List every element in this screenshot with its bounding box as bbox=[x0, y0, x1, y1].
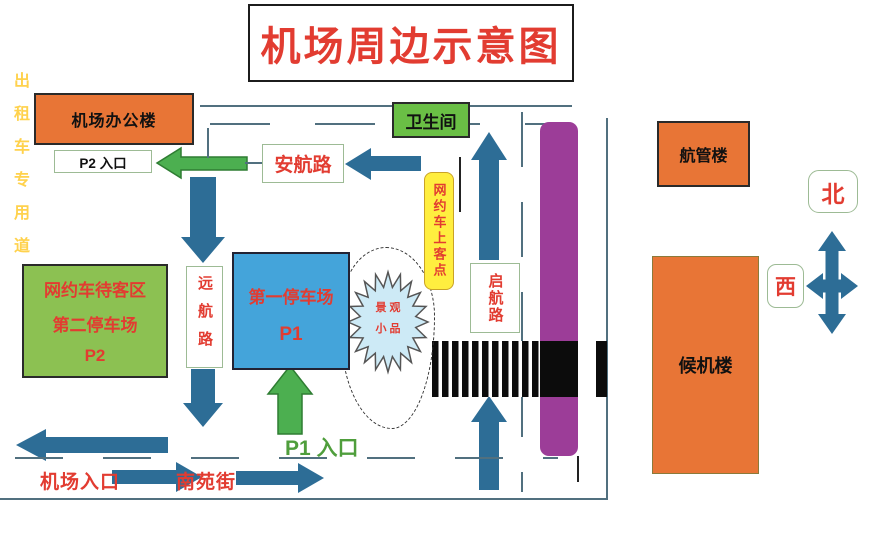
road-centerline-top bbox=[210, 123, 570, 125]
atc-tower-building: 航管楼 bbox=[657, 121, 750, 187]
taxi-lane-stub-line bbox=[577, 456, 579, 482]
p1-lot-code: P1 bbox=[279, 323, 303, 345]
road-edge-right bbox=[606, 118, 608, 500]
road-edge-top bbox=[200, 105, 572, 107]
road-edge-left-stub bbox=[207, 128, 209, 158]
p2-entrance-sign: P2 入口 bbox=[54, 150, 152, 173]
road-centerline-bottom bbox=[15, 457, 558, 459]
yuanhang-road-sign: 远航路 bbox=[186, 266, 223, 368]
p1-lot-name: 第一停车场 bbox=[248, 287, 334, 307]
airport-entrance-label: 机场入口 bbox=[40, 472, 121, 493]
right-arrow-nanyuan-1 bbox=[112, 462, 202, 492]
up-arrow-qihang-road bbox=[471, 132, 507, 260]
airport-office-building: 机场办公楼 bbox=[34, 93, 194, 145]
p1-parking-lot: 第一停车场 P1 bbox=[232, 252, 350, 370]
landscape-line2: 小 品 bbox=[375, 322, 401, 335]
taxi-lane-strip bbox=[540, 122, 578, 456]
right-arrow-nanyuan-2 bbox=[236, 463, 324, 493]
zebra-crossing-stripe bbox=[596, 341, 607, 397]
up-arrow-through-crossing bbox=[471, 396, 507, 490]
green-up-arrow-p1-entrance bbox=[266, 364, 314, 435]
anhang-road-sign: 安航路 bbox=[262, 144, 344, 183]
compass-cross-arrows bbox=[806, 231, 858, 334]
lane-divider-dashed bbox=[521, 112, 523, 492]
landscape-line1: 景 观 bbox=[375, 302, 401, 314]
yuanhang-road-text: 远航路 bbox=[196, 275, 213, 359]
p1-entrance-label: P1 入口 bbox=[285, 437, 359, 460]
qihang-road-text: 启航路 bbox=[486, 272, 504, 324]
restroom-sign: 卫生间 bbox=[392, 102, 470, 138]
down-arrow-to-yuanhang bbox=[181, 177, 225, 263]
connector-line bbox=[245, 162, 263, 164]
pickup-text: 网约车上客点 bbox=[431, 183, 447, 279]
compass-north-label: 北 bbox=[808, 170, 858, 213]
p2-parking-lot: 网约车待客区 第二停车场 P2 bbox=[22, 264, 168, 378]
taxi-lane-label: 出租车专用道 bbox=[0, 0, 38, 406]
green-left-arrow-p2-entrance bbox=[155, 146, 248, 180]
compass-west-label: 西 bbox=[767, 264, 804, 308]
road-edge-bottom bbox=[0, 498, 608, 500]
road-edge-mid-stub bbox=[459, 157, 461, 212]
landscape-feature-label: 景 观 小 品 bbox=[356, 298, 420, 340]
taxi-lane-text: 出租车专用道 bbox=[11, 72, 28, 270]
down-arrow-from-yuanhang bbox=[183, 369, 223, 427]
p2-lot-line2: 第二停车场 bbox=[52, 316, 138, 335]
landscape-starburst-icon bbox=[346, 269, 430, 375]
zebra-over-taxi-lane bbox=[540, 341, 578, 397]
left-arrow-airport-exit bbox=[16, 429, 168, 461]
nanyuan-street-label: 南苑街 bbox=[176, 472, 237, 493]
qihang-road-sign: 启航路 bbox=[470, 263, 520, 333]
left-arrow-anhang-road bbox=[345, 148, 421, 180]
ride-hailing-pickup-sign: 网约车上客点 bbox=[424, 172, 454, 290]
diagram-title: 机场周边示意图 bbox=[248, 4, 574, 82]
zebra-crossing bbox=[432, 341, 539, 397]
p2-lot-line1: 网约车待客区 bbox=[44, 281, 146, 300]
terminal-building: 候机楼 bbox=[652, 256, 759, 474]
p2-lot-line3: P2 bbox=[84, 346, 106, 365]
